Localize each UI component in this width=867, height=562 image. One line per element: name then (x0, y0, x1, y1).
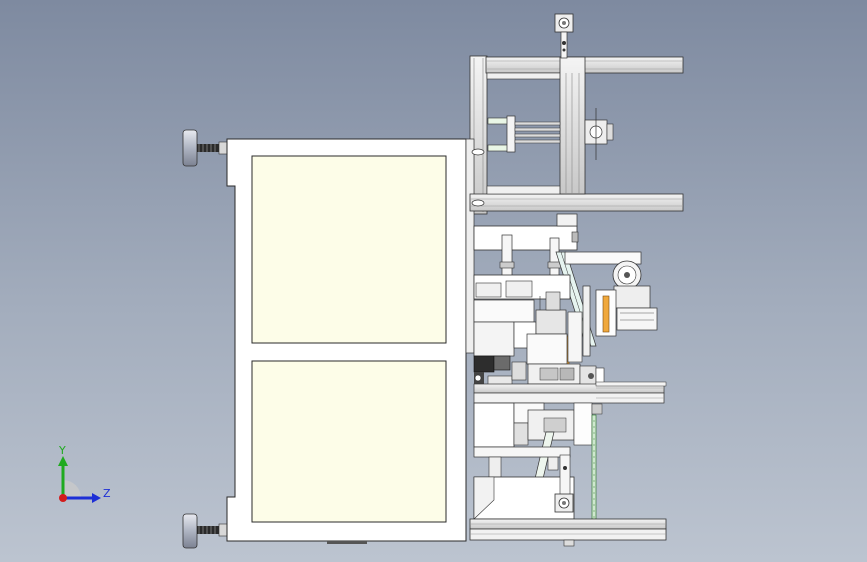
cabinet-frame (226, 138, 467, 544)
orientation-triad: Y Z (58, 444, 111, 503)
triad-y-label: Y (58, 444, 66, 457)
upper-profile-frame (465, 13, 684, 354)
leveling-foot-top (182, 129, 228, 167)
triad-z-label: Z (103, 487, 111, 500)
cabinet-panel-upper (251, 155, 447, 344)
cabinet-panel-lower (251, 360, 447, 523)
mechanism-assembly (469, 213, 667, 547)
leveling-foot-bottom (182, 513, 228, 549)
